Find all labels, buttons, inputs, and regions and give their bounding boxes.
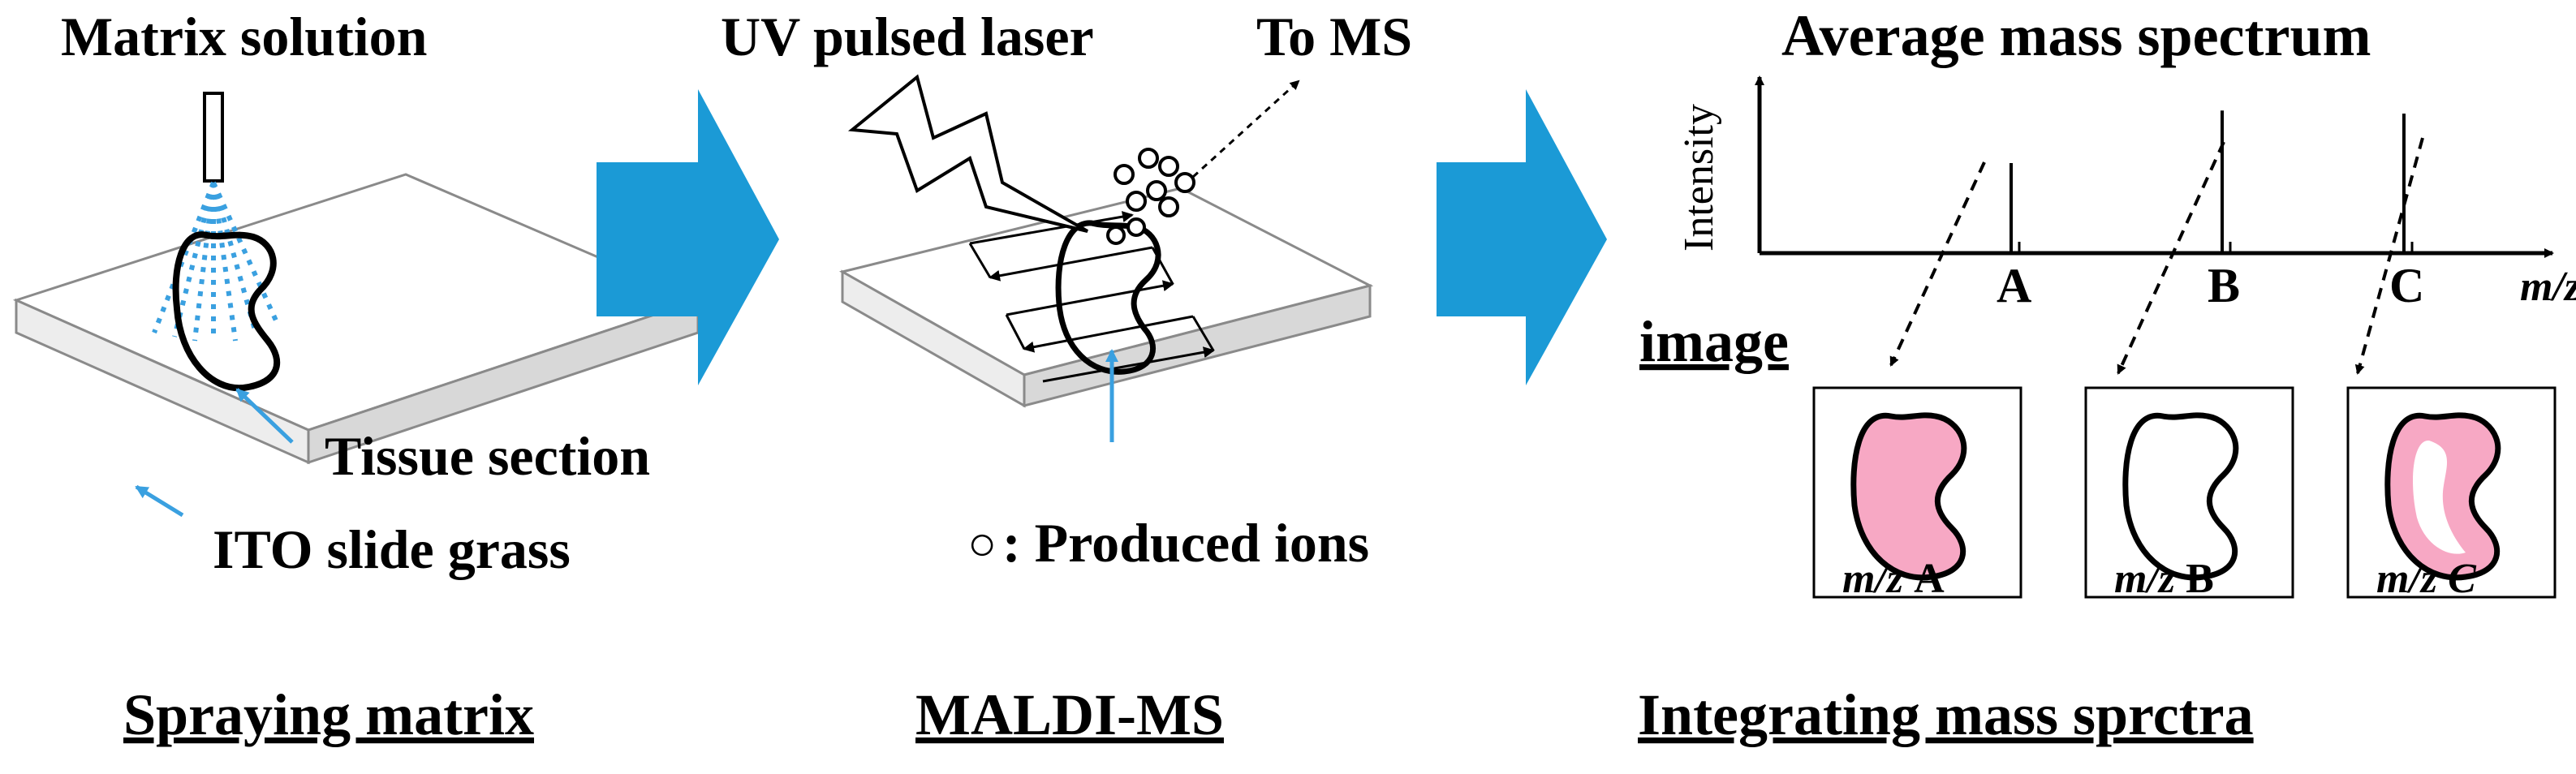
thumbnail-tissue-c-inner: [2413, 440, 2466, 554]
peak-label-b: B: [2208, 259, 2240, 312]
tissue-section: [172, 231, 281, 392]
mapping-arrows: [1889, 137, 2424, 375]
peak-label-c: C: [2389, 259, 2424, 312]
ito-slide: [12, 173, 702, 465]
spray-lines: [152, 181, 278, 342]
ion-symbol: ○: [967, 517, 997, 570]
thumbnail-label-a: m/z A: [1842, 556, 1945, 602]
peak-label-a: A: [1997, 259, 2031, 312]
x-axis-label: m/z: [2520, 264, 2576, 310]
tissue-pointer-arrow: [235, 388, 294, 444]
uv-laser-label: UV pulsed laser: [721, 6, 1094, 67]
thumbnail-tissue-a: [1850, 412, 1967, 581]
slide-label: ITO slide grass: [213, 518, 571, 580]
image-thumbnails: m/z A m/z B m/z C: [1812, 386, 2557, 602]
caption-maldi-ms: MALDI-MS: [915, 682, 1224, 747]
to-ms-label: To MS: [1256, 6, 1412, 67]
panel-spraying-matrix: Matrix solution Tissue section ITO slide…: [12, 6, 702, 747]
image-heading: image: [1639, 309, 1789, 374]
y-axis-label: Intensity: [1676, 104, 1722, 252]
raster-scan-lines: [968, 211, 1215, 383]
thumbnail-tissue-b: [2122, 412, 2239, 581]
thumbnail-label-b: m/z B: [2114, 556, 2214, 602]
spectrum-peaks: A B C: [1997, 110, 2424, 312]
process-arrow-2: [1437, 89, 1607, 385]
matrix-solution-label: Matrix solution: [61, 6, 427, 67]
laser-bolt: [847, 74, 1088, 233]
spectrum-title: Average mass spectrum: [1781, 3, 2371, 68]
produced-ions-label: : Produced ions: [1002, 512, 1369, 574]
caption-integrating: Integrating mass sprctra: [1638, 682, 2254, 747]
thumbnail-label-c: m/z C: [2376, 556, 2477, 602]
panel-maldi-ms: UV pulsed laser To MS: [721, 6, 1412, 747]
spray-nozzle: [203, 92, 224, 183]
process-arrow-1: [597, 89, 779, 385]
produced-ions: [1106, 148, 1195, 245]
slide-pointer-arrow: [135, 484, 184, 518]
tissue-section-label: Tissue section: [325, 425, 650, 487]
caption-spraying-matrix: Spraying matrix: [123, 682, 534, 747]
to-ms-arrow: [1191, 80, 1300, 178]
